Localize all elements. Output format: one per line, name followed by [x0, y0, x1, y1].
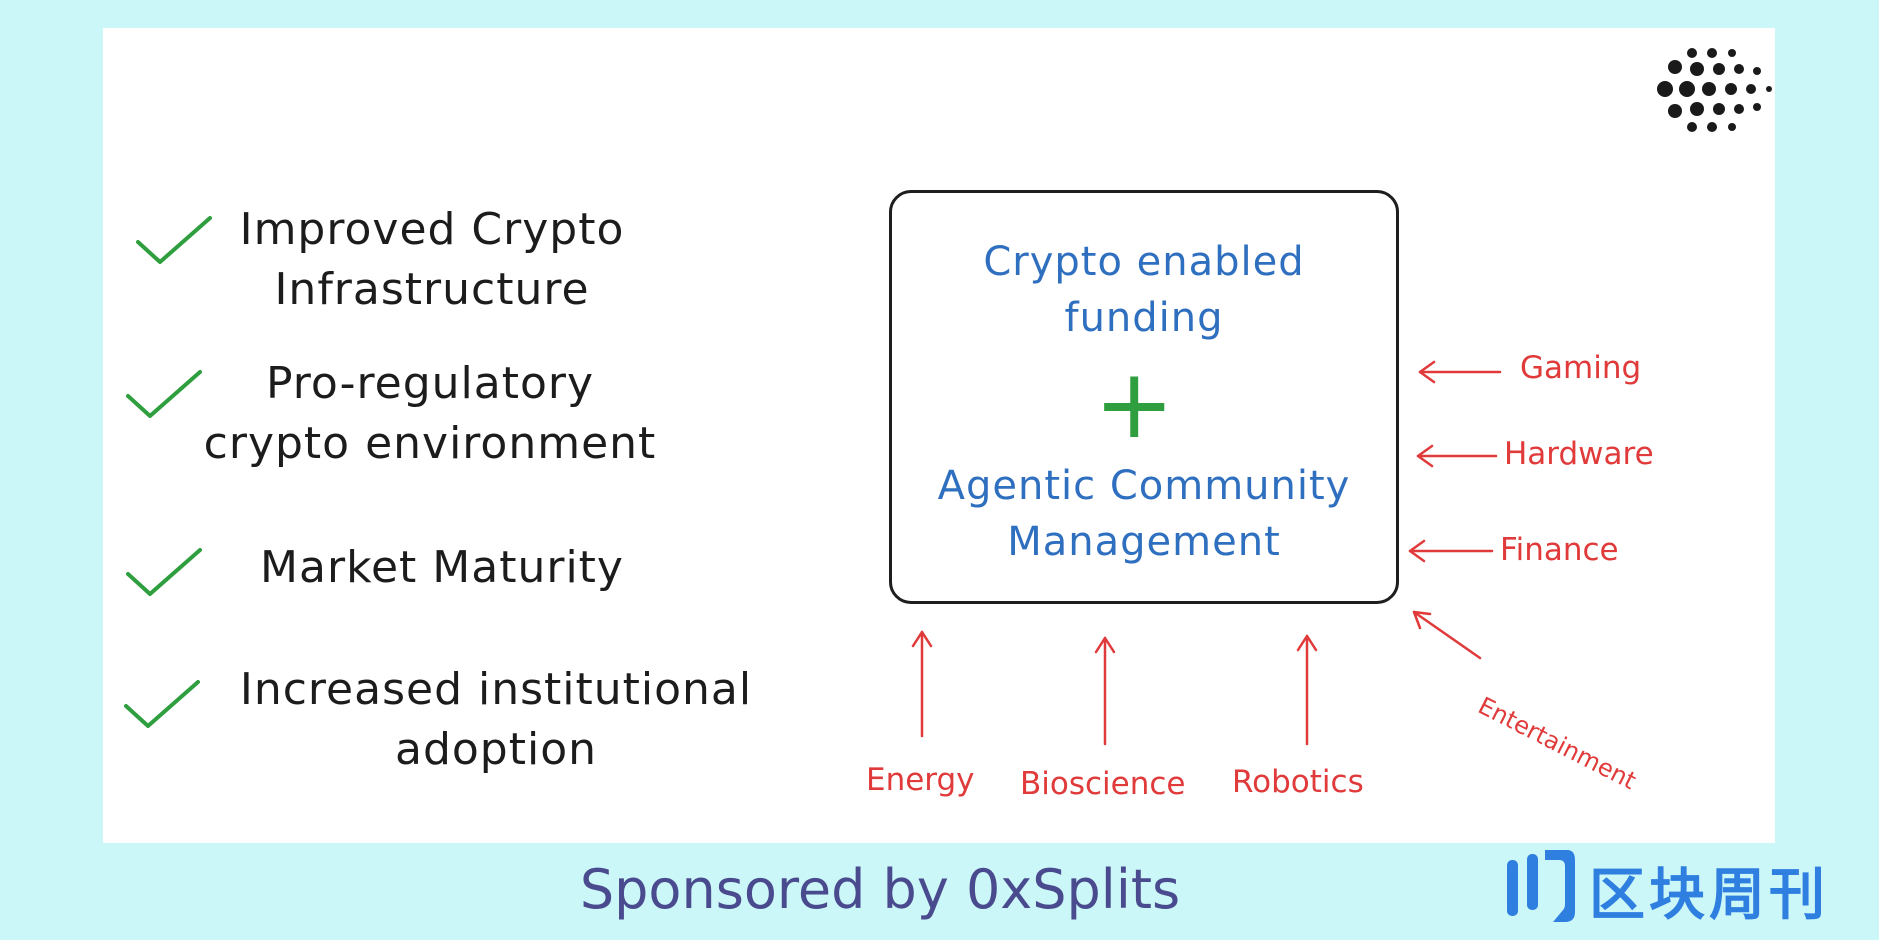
- box-top-text: Crypto enabled funding: [889, 234, 1399, 346]
- label-gaming: Gaming: [1520, 350, 1642, 386]
- box-top-line1: Crypto enabled: [983, 239, 1305, 285]
- label-finance: Finance: [1500, 532, 1619, 568]
- box-bottom-line2: Management: [1007, 519, 1281, 565]
- checkmark-icon: [124, 680, 200, 728]
- checklist-item-2-line2: crypto environment: [203, 418, 657, 469]
- dot-grid-logo-icon: [1657, 48, 1772, 132]
- checklist-item-3-line1: Market Maturity: [260, 542, 624, 593]
- diagram-card: [103, 28, 1775, 843]
- brand: 区块周刊: [1505, 846, 1875, 928]
- brand-text: 区块周刊: [1589, 863, 1829, 928]
- checkmark-icon: [126, 548, 202, 596]
- checklist-item-4-line2: adoption: [394, 724, 598, 775]
- sponsor-text: Sponsored by 0xSplits: [579, 858, 1181, 921]
- checklist-item-4-line1: Increased institutional: [239, 664, 753, 715]
- box-bottom-line1: Agentic Community: [937, 463, 1351, 509]
- brand-logo-icon: [1507, 850, 1575, 922]
- label-robotics: Robotics: [1232, 764, 1364, 800]
- label-energy: Energy: [866, 762, 975, 798]
- checkmark-icon: [136, 216, 212, 264]
- checklist-item-1-line2: Infrastructure: [274, 264, 590, 315]
- central-box: [889, 190, 1399, 604]
- checklist-item-3: Market Maturity: [222, 538, 662, 598]
- label-bioscience: Bioscience: [1020, 766, 1186, 802]
- checklist-item-1: Improved Crypto Infrastructure: [222, 200, 642, 320]
- box-bottom-text: Agentic Community Management: [874, 458, 1414, 570]
- checklist-item-4: Increased institutional adoption: [204, 660, 788, 780]
- label-hardware: Hardware: [1504, 436, 1654, 472]
- plus-sign: +: [1094, 348, 1175, 460]
- checklist-item-2-line1: Pro-regulatory: [266, 358, 594, 409]
- checklist-item-1-line1: Improved Crypto: [239, 204, 625, 255]
- checklist-item-2: Pro-regulatory crypto environment: [195, 354, 665, 474]
- checkmark-icon: [126, 370, 202, 418]
- box-top-line2: funding: [1064, 295, 1224, 341]
